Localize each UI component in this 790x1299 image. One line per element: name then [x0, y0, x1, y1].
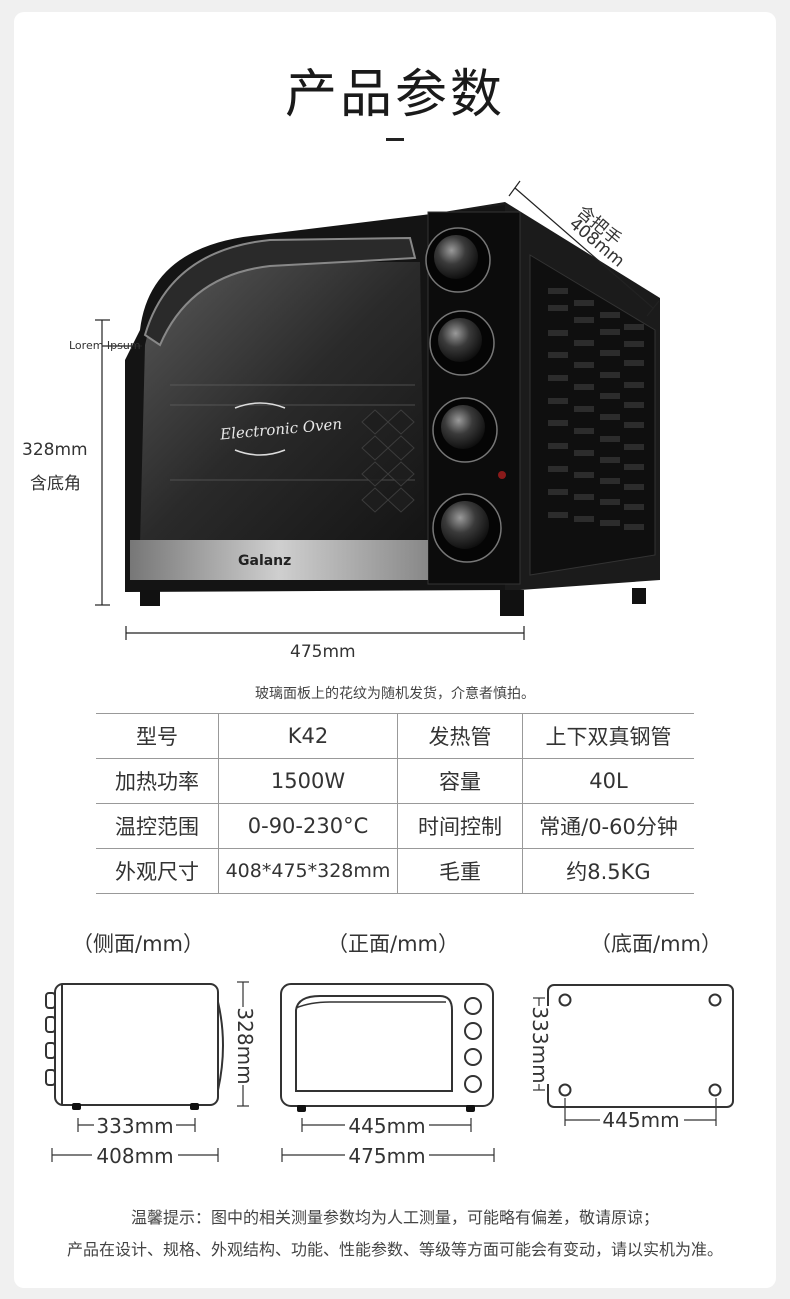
width-label: 475mm — [290, 642, 356, 662]
dimension-drawings: 333mm 408mm 328mm 445mm 475mm 333mm 445m… — [45, 981, 734, 1168]
spec-key: 容量 — [397, 758, 523, 804]
oven-illustration: Galanz Electronic Oven — [95, 180, 660, 640]
side-view-title: （侧面/mm） — [72, 932, 204, 956]
spec-key: 毛重 — [397, 848, 523, 894]
pattern-note: 玻璃面板上的花纹为随机发货，介意者慎拍。 — [255, 686, 535, 702]
footer-line-2: 产品在设计、规格、外观结构、功能、性能参数、等级等方面可能会有变动，请以实机为准… — [66, 1240, 723, 1259]
spec-key: 型号 — [96, 713, 219, 759]
knob-4 — [432, 493, 502, 563]
title-underline — [386, 138, 404, 141]
spec-value: 常通/0-60分钟 — [522, 803, 694, 849]
side-height: 328mm — [233, 1007, 257, 1084]
table-row: 外观尺寸 408*475*328mm 毛重 约8.5KG — [96, 848, 694, 894]
page-title: 产品参数 — [284, 65, 505, 125]
bottom-view-drawing — [547, 984, 734, 1108]
height-label: 328mm — [22, 440, 88, 460]
spec-value: K42 — [218, 713, 398, 759]
side-outer-width: 408mm — [96, 1144, 173, 1168]
spec-key: 加热功率 — [96, 758, 219, 804]
brand-logo: Galanz — [238, 553, 291, 569]
spec-value: 40L — [522, 758, 694, 804]
foot-left — [140, 590, 160, 606]
dimension-lines — [95, 180, 660, 640]
spec-value: 408*475*328mm — [218, 848, 398, 894]
foot-right — [632, 588, 646, 604]
knob-2 — [429, 310, 495, 376]
door-pattern — [361, 409, 415, 513]
spec-key: 发热管 — [397, 713, 523, 759]
oven-handle — [143, 236, 417, 347]
spec-value: 1500W — [218, 758, 398, 804]
front-view-drawing — [280, 983, 494, 1107]
front-outer-width: 475mm — [348, 1144, 425, 1168]
side-inner-width: 333mm — [96, 1114, 173, 1138]
bottom-view-title: （底面/mm） — [590, 932, 722, 956]
bottom-depth: 333mm — [528, 1006, 552, 1083]
steel-strip — [130, 540, 428, 580]
lorem-label: Lorem Ipsum — [69, 339, 141, 352]
table-row: 加热功率 1500W 容量 40L — [96, 758, 694, 804]
oven-door-glass — [140, 262, 425, 545]
side-view-drawing — [45, 983, 224, 1106]
knob-1 — [425, 227, 491, 293]
bottom-width: 445mm — [602, 1108, 679, 1132]
table-row: 温控范围 0-90-230°C 时间控制 常通/0-60分钟 — [96, 803, 694, 849]
spec-value: 上下双真钢管 — [522, 713, 694, 759]
spec-value: 0-90-230°C — [218, 803, 398, 849]
footer-line-1: 温馨提示：图中的相关测量参数均为人工测量，可能略有偏差，敬请原谅； — [130, 1208, 659, 1227]
spec-table: 型号 K42 发热管 上下双真钢管 加热功率 1500W 容量 40L 温控范围… — [96, 713, 694, 894]
height-sub-label: 含底角 — [30, 474, 81, 494]
front-view-title: （正面/mm） — [327, 932, 459, 956]
table-row: 型号 K42 发热管 上下双真钢管 — [96, 713, 694, 759]
spec-key: 时间控制 — [397, 803, 523, 849]
power-indicator — [498, 471, 506, 479]
foot-mid — [500, 590, 524, 616]
front-inner-width: 445mm — [348, 1114, 425, 1138]
vent-slots — [548, 288, 644, 530]
spec-value: 约8.5KG — [522, 848, 694, 894]
spec-key: 外观尺寸 — [96, 848, 219, 894]
knob-3 — [432, 397, 498, 463]
spec-key: 温控范围 — [96, 803, 219, 849]
